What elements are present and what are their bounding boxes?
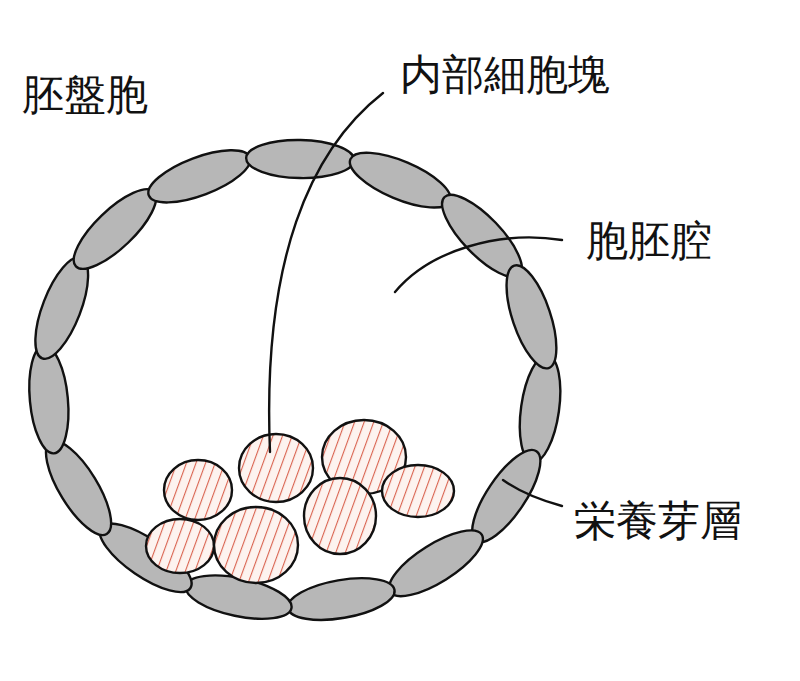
- inner-cell-mass: [146, 420, 454, 583]
- part-label: 胞胚腔: [586, 218, 712, 264]
- trophoblast-cell: [514, 353, 567, 465]
- trophoblast-cell: [343, 142, 457, 219]
- trophoblast-cell: [142, 139, 256, 213]
- part-label: 栄養芽層: [574, 498, 742, 544]
- inner-cell: [304, 478, 376, 554]
- inner-cell: [214, 507, 298, 583]
- inner-cell: [382, 465, 454, 517]
- trophoblast-cell: [380, 519, 492, 608]
- part-label: 内部細胞塊: [400, 52, 610, 98]
- inner-cell: [239, 434, 313, 502]
- diagram-title: 胚盤胞: [22, 72, 148, 118]
- trophoblast-cell: [285, 571, 398, 627]
- trophoblast-ring: [25, 139, 567, 627]
- trophoblast-cell: [246, 139, 355, 179]
- trophoblast-cell: [496, 260, 566, 374]
- inner-cell: [146, 519, 214, 573]
- leader-line: [395, 237, 562, 292]
- leader-line: [269, 93, 383, 452]
- leader-line: [503, 480, 562, 506]
- leader-lines: [269, 93, 562, 506]
- inner-cell: [164, 460, 232, 520]
- trophoblast-cell: [25, 344, 73, 455]
